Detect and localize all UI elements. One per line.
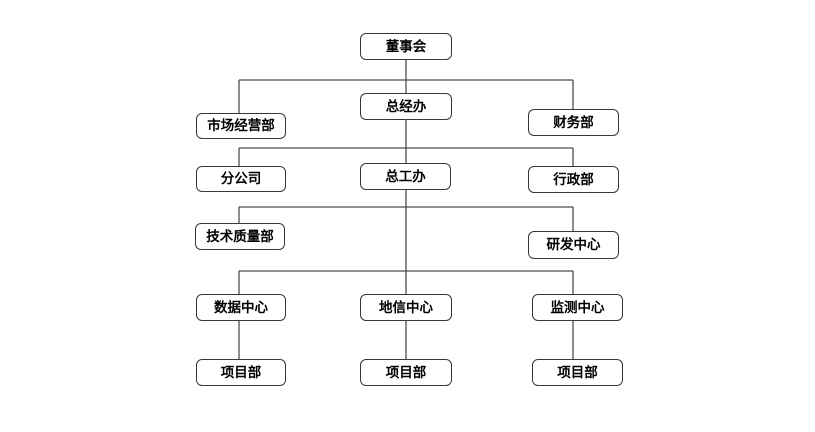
node-rd-center: 研发中心 <box>528 231 619 259</box>
node-general-manager-office: 总经办 <box>360 93 452 120</box>
node-branch-company: 分公司 <box>196 166 286 192</box>
node-admin-dept: 行政部 <box>528 166 619 193</box>
node-marketing-dept: 市场经营部 <box>196 113 286 139</box>
node-board-of-directors: 董事会 <box>360 33 452 60</box>
node-chief-engineer-office: 总工办 <box>360 163 451 190</box>
node-project-dept-1: 项目部 <box>196 359 286 386</box>
node-monitoring-center: 监测中心 <box>532 294 623 321</box>
node-project-dept-2: 项目部 <box>360 359 452 386</box>
node-geoinfo-center: 地信中心 <box>360 294 452 321</box>
node-project-dept-3: 项目部 <box>532 359 623 386</box>
node-finance-dept: 财务部 <box>528 109 619 136</box>
node-data-center: 数据中心 <box>196 294 286 321</box>
node-tech-quality-dept: 技术质量部 <box>195 223 285 250</box>
